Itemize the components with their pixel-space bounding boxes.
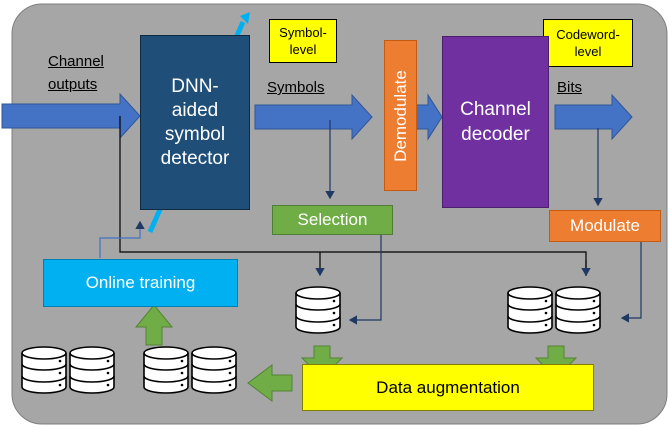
symbol-level-note-line1: Symbol- bbox=[279, 25, 327, 40]
symbols-arrow bbox=[254, 93, 373, 141]
symbol-level-note: Symbol- level bbox=[269, 19, 337, 63]
modulate-block: Modulate bbox=[549, 210, 661, 242]
selection-label: Selection bbox=[297, 210, 368, 229]
online-training-block: Online training bbox=[43, 259, 238, 307]
codeword-database-left-icon bbox=[507, 286, 553, 334]
green-arrow-training-up bbox=[134, 304, 174, 346]
selection-to-store-line bbox=[348, 232, 382, 325]
channel-outputs-arrow bbox=[1, 92, 141, 140]
codeword-level-note-line1: Codeword- bbox=[556, 27, 620, 42]
detector-label-line2: aided bbox=[171, 99, 219, 121]
detector-label-line3: symbol bbox=[164, 123, 226, 145]
augmented-database-4-icon bbox=[191, 346, 237, 394]
channel-outputs-label-line2: outputs bbox=[48, 76, 98, 93]
demodulate-to-decoder-arrow bbox=[415, 93, 443, 141]
bits-label: Bits bbox=[557, 79, 583, 96]
codeword-database-right-icon bbox=[555, 286, 601, 334]
decoder-label-line2: decoder bbox=[461, 124, 530, 145]
demodulate-label: Demodulate bbox=[390, 69, 410, 162]
training-to-detector-line bbox=[99, 220, 145, 258]
selection-block: Selection bbox=[272, 205, 393, 235]
modulate-label: Modulate bbox=[570, 216, 640, 235]
demodulate-block: Demodulate bbox=[384, 40, 417, 191]
data-augmentation-block: Data augmentation bbox=[302, 364, 594, 411]
dnn-symbol-detector-block: DNN- aided symbol detector bbox=[140, 35, 250, 210]
augmented-database-1-icon bbox=[21, 346, 67, 394]
online-training-label: Online training bbox=[85, 273, 196, 292]
augmented-database-2-icon bbox=[69, 346, 115, 394]
decoder-label-line1: Channel bbox=[460, 99, 531, 120]
augmented-database-3-icon bbox=[143, 346, 189, 394]
symbols-label: Symbols bbox=[267, 79, 325, 96]
codeword-level-note: Codeword- level bbox=[543, 19, 633, 67]
detector-label-line1: DNN- bbox=[171, 75, 219, 97]
codeword-level-note-line2: level bbox=[574, 44, 602, 59]
channel-outputs-label-line1: Channel bbox=[48, 53, 104, 70]
bits-arrow bbox=[554, 93, 633, 141]
symbol-level-note-line2: level bbox=[289, 42, 317, 57]
data-augmentation-label: Data augmentation bbox=[376, 377, 520, 397]
diagonal-arrow-head bbox=[240, 12, 250, 24]
channel-decoder-block: Channel decoder bbox=[442, 36, 549, 208]
selected-symbols-database-icon bbox=[295, 286, 341, 334]
green-arrow-augmentation-left bbox=[247, 364, 293, 402]
detector-label-line4: detector bbox=[160, 147, 230, 169]
modulate-to-store-line bbox=[620, 240, 642, 323]
